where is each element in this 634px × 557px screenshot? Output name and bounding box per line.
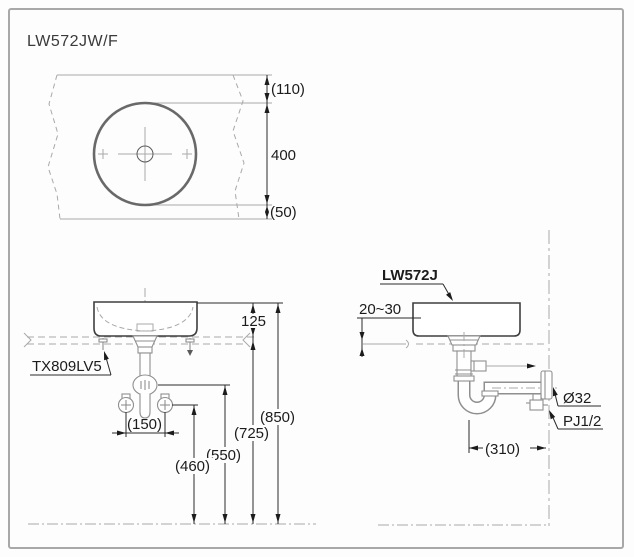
drain-size-label: Ø32 <box>563 390 591 407</box>
drain-model-label: TX809LV5 <box>32 358 102 375</box>
front-view-elevation: TX809LV5 (150) 125 (850) <box>23 288 316 525</box>
dim-460-label: (460) <box>175 458 210 475</box>
fixing-bolt-right <box>185 338 195 356</box>
drain-hole <box>136 145 154 163</box>
counter-break-left <box>23 332 32 348</box>
page-title: LW572JW/F <box>27 33 118 50</box>
dim-50-label: (50) <box>270 204 297 221</box>
to-wall-arrow <box>527 363 536 369</box>
counter-break-arc <box>405 339 409 349</box>
drain-top <box>136 323 154 332</box>
dim-310-label: (310) <box>485 441 520 458</box>
side-view-section: LW572J 20~30 Ø32 PJ1/2 (310) <box>357 230 603 527</box>
dim-150-label: (150) <box>127 416 162 433</box>
dim-725-label: (725) <box>234 425 269 442</box>
counter-break-right <box>242 332 251 348</box>
supply-stop-left <box>117 393 135 414</box>
counter-thickness-label: 20~30 <box>359 301 401 318</box>
drain-assembly-front <box>132 335 158 419</box>
bowl-circle <box>92 101 198 207</box>
dim-850-label: (850) <box>260 409 295 426</box>
dim-125-label: 125 <box>241 313 266 330</box>
supply-size-label: PJ1/2 <box>563 413 601 430</box>
dim-110-label: (110) <box>271 81 305 98</box>
fixing-mark-left <box>98 149 108 159</box>
sink-side-outline <box>412 302 521 337</box>
top-view-plan: (110) 400 (50) <box>47 74 305 221</box>
break-line-left <box>47 74 61 220</box>
sheet-border <box>8 8 624 549</box>
break-line-right <box>232 74 245 220</box>
p-trap <box>453 332 560 415</box>
wall-flange <box>540 370 553 400</box>
angle-valve <box>526 393 548 411</box>
fixing-bolt-left <box>98 338 108 350</box>
dim-400-label: 400 <box>271 147 296 164</box>
fixing-mark-right <box>182 149 192 159</box>
product-model-label: LW572J <box>382 267 438 284</box>
